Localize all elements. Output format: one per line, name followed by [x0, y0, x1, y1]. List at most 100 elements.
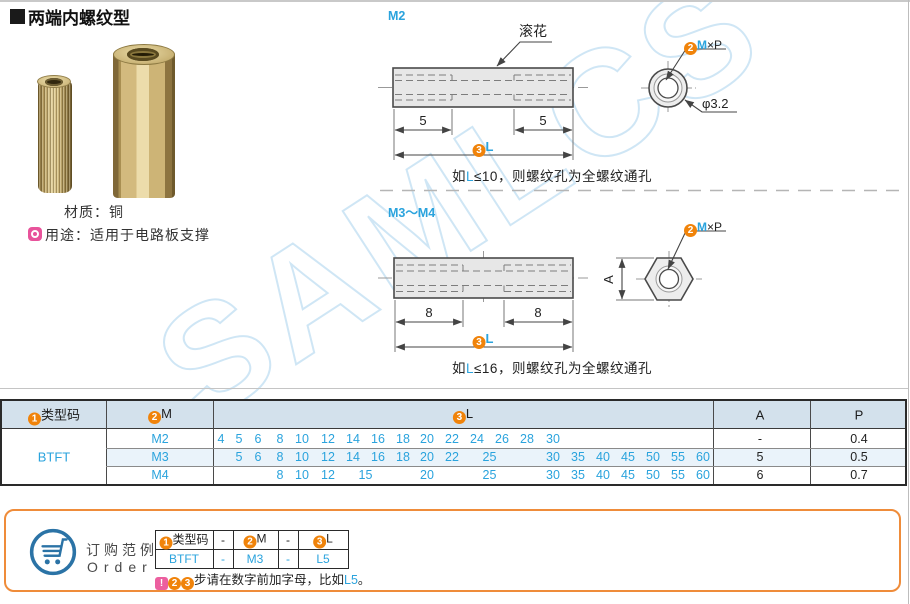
usage-label: 用途： [45, 227, 90, 243]
m-value-row1: M3 [151, 450, 169, 464]
l-size-value: 20 [420, 450, 434, 464]
l-size-value: 35 [571, 468, 585, 482]
l-size-value: 26 [495, 432, 509, 446]
usage-text: 适用于电路板支撑 [90, 227, 210, 243]
l-size-value: 28 [520, 432, 534, 446]
m2-side-view [378, 41, 588, 160]
section-divider [0, 388, 908, 389]
order-example-m: M3 [246, 552, 264, 566]
step-2-badge: 2 [684, 224, 697, 237]
order-example-box [4, 509, 901, 592]
step-2-badge: 2 [684, 42, 697, 55]
standoff-thread-hole [127, 48, 159, 61]
page-top-border [0, 0, 910, 2]
l-size-value: 45 [621, 450, 635, 464]
title-square-marker [10, 9, 25, 24]
l-size-value: 5 [235, 450, 243, 464]
step-3-badge: 3 [472, 144, 486, 157]
row-divider [106, 466, 905, 467]
order-example-type-code: BTFT [169, 552, 199, 566]
usage-icon [28, 227, 42, 241]
row-highlight [106, 448, 905, 466]
warning-badge: ! [155, 577, 168, 590]
column-divider [713, 401, 714, 484]
order-note-code: L5 [344, 573, 358, 587]
l-size-value: 50 [646, 450, 660, 464]
m3m4-end-view [616, 230, 726, 307]
order-title-cn: 订购范例 [86, 542, 158, 558]
l-size-value: 20 [420, 468, 434, 482]
l-size-value: 55 [671, 450, 685, 464]
l-size-value: 5 [235, 432, 243, 446]
length-variable: L [485, 331, 494, 346]
order-header-dash: - [221, 533, 225, 547]
l-size-value: 14 [346, 450, 360, 464]
p-value-row2: 0.7 [850, 468, 868, 482]
standoff-thread-hole [45, 78, 63, 86]
l-size-value: 10 [295, 450, 309, 464]
step-3-badge: 3 [181, 577, 194, 590]
m3m4-side-view [378, 251, 588, 352]
across-flats-label: A [600, 275, 616, 284]
l-size-value: 25 [482, 450, 497, 464]
l-size-value: 30 [546, 468, 560, 482]
length-variable: L [485, 139, 494, 154]
l-size-value: 8 [276, 432, 284, 446]
step-3-badge: 3 [313, 535, 327, 549]
l-size-value: 12 [321, 450, 335, 464]
l-size-value: 45 [621, 468, 635, 482]
l-size-value: 40 [596, 468, 610, 482]
step-3-badge: 3 [452, 411, 466, 424]
l-size-value: 24 [470, 432, 484, 446]
m-value-row2: M4 [151, 468, 169, 482]
knurl-label: 滚花 [519, 23, 547, 39]
m2-note: 如L≤10，则螺纹孔为全螺纹通孔 [452, 169, 652, 184]
p-value-row0: 0.4 [850, 432, 868, 446]
step-2-badge: 2 [168, 577, 181, 590]
diameter-leader [684, 99, 737, 113]
l-size-value: 8 [276, 468, 284, 482]
m3m4-dim-left: 8 [425, 305, 433, 320]
l-size-value: 16 [371, 450, 385, 464]
p-value-row1: 0.5 [850, 450, 868, 464]
l-size-value: 22 [445, 450, 459, 464]
m2-end-view [641, 48, 737, 115]
l-size-value: 55 [671, 468, 685, 482]
m3m4-dim-right: 8 [534, 305, 542, 320]
l-size-value: 10 [295, 432, 309, 446]
l-size-value: 60 [696, 450, 710, 464]
column-divider [213, 401, 214, 484]
l-size-value: 6 [254, 432, 262, 446]
order-title-en: Order [87, 559, 153, 575]
l-size-value: 30 [546, 432, 560, 446]
l-size-value: 40 [596, 450, 610, 464]
page-title: 两端内螺纹型 [28, 9, 130, 28]
knurl-leader-line [496, 41, 552, 67]
l-size-value: 15 [358, 468, 373, 482]
type-code-value: BTFT [37, 449, 71, 465]
a-value-row2: 6 [756, 468, 764, 482]
m2-dim-right: 5 [539, 113, 547, 128]
step-2-badge: 2 [148, 411, 162, 424]
header-p: P [854, 407, 864, 423]
order-example-dash: - [221, 552, 225, 566]
l-size-value: 6 [254, 450, 262, 464]
l-size-value: 12 [321, 468, 335, 482]
m2-section-label: M2 [388, 9, 406, 23]
m-value-row0: M2 [151, 432, 169, 446]
l-size-value: 60 [696, 468, 710, 482]
